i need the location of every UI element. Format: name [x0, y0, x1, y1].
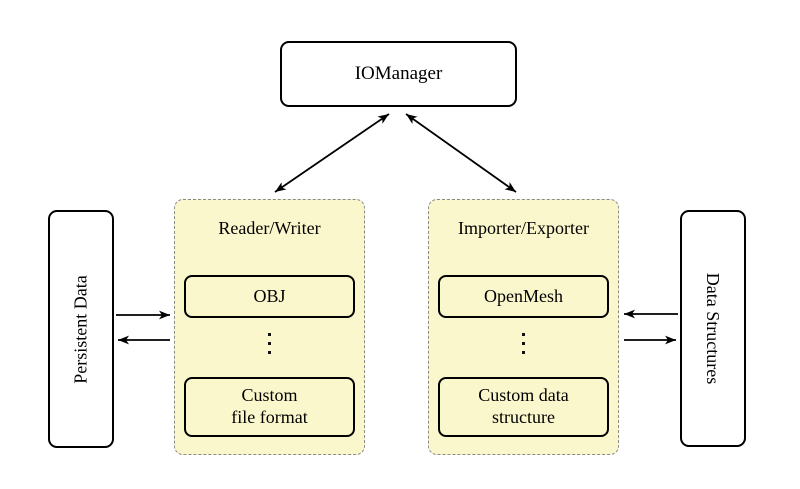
iomanager-label: IOManager — [354, 63, 443, 84]
arrow-iomanager-importerexporter — [405, 113, 517, 193]
custom-file-format-line2: file format — [231, 407, 308, 427]
iomanager-node: IOManager — [280, 41, 517, 107]
persistent-data-node: Persistent Data — [48, 210, 114, 448]
importer-exporter-group: Importer/Exporter OpenMesh Custom data s… — [428, 199, 619, 455]
custom-data-structure-node: Custom data structure — [438, 377, 609, 437]
data-structures-node: Data Structures — [680, 210, 746, 447]
data-structures-label: Data Structures — [703, 272, 724, 385]
arrow-iomanager-readerwriter — [274, 113, 390, 193]
custom-data-structure-line2: structure — [492, 407, 555, 427]
obj-node: OBJ — [184, 275, 355, 318]
custom-file-format-node: Custom file format — [184, 377, 355, 437]
reader-writer-group: Reader/Writer OBJ Custom file format — [174, 199, 365, 455]
obj-label: OBJ — [253, 285, 286, 306]
custom-file-format-line1: Custom — [241, 385, 298, 406]
ellipsis-vertical-icon — [429, 333, 618, 354]
importer-exporter-group-label: Importer/Exporter — [458, 218, 589, 238]
openmesh-node: OpenMesh — [438, 275, 609, 318]
reader-writer-group-label: Reader/Writer — [218, 218, 321, 238]
openmesh-label: OpenMesh — [484, 285, 563, 306]
ellipsis-vertical-icon — [175, 333, 364, 354]
custom-data-structure-line1: Custom data — [478, 385, 569, 406]
persistent-data-label: Persistent Data — [70, 274, 91, 384]
